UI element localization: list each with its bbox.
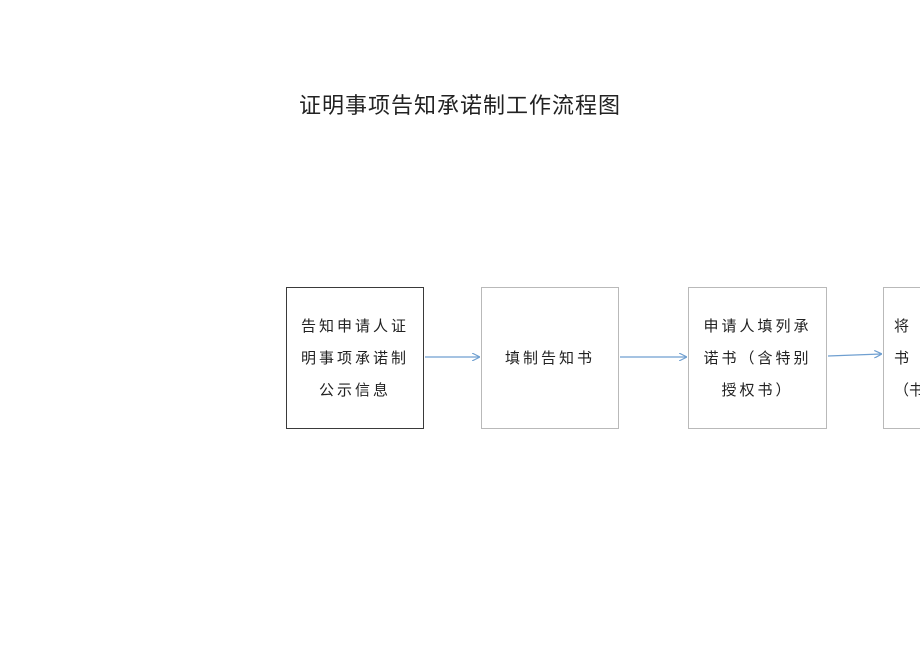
flow-arrow-3-to-4 — [827, 354, 881, 356]
flow-step-label: 填制告知书 — [504, 349, 595, 367]
diagram-title: 证明事项告知承诺制工作流程图 — [298, 94, 621, 119]
flow-step-notify-applicant: 告知申请人证明事项承诺制公示信息 — [286, 287, 424, 429]
flow-step-fill-notice: 填制告知书 — [481, 287, 619, 429]
flow-step-applicant-commitment: 申请人填列承诺书（含特别授权书） — [688, 287, 827, 429]
flow-step-label: 将书（书） — [894, 317, 920, 399]
flow-step-submit-commitment: 将书（书） — [883, 287, 920, 429]
flow-step-label: 申请人填列承诺书（含特别授权书） — [703, 317, 812, 399]
flow-step-label: 告知申请人证明事项承诺制公示信息 — [300, 317, 409, 399]
